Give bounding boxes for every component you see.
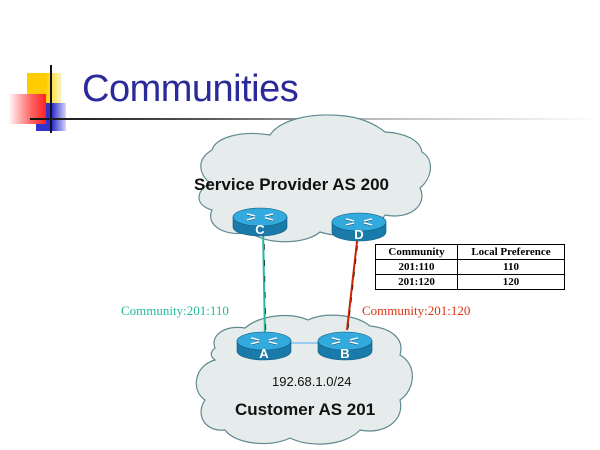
logo-vertical-line bbox=[50, 65, 52, 133]
router-label: A bbox=[259, 346, 269, 361]
table-cell-local-preference: 120 bbox=[457, 274, 565, 290]
router-b-icon[interactable]: B bbox=[317, 331, 373, 361]
table-cell-community: 201:110 bbox=[375, 259, 458, 275]
link-a-c-shadow bbox=[263, 227, 267, 339]
table-header-row: Community Local Preference bbox=[375, 244, 565, 260]
router-top bbox=[317, 331, 373, 351]
community-annotation-a-c: Community:201:110 bbox=[121, 303, 229, 318]
router-arrow-shadow bbox=[246, 218, 256, 222]
router-arrow bbox=[345, 218, 355, 222]
table-header-community: Community bbox=[375, 244, 458, 260]
router-top bbox=[236, 331, 292, 351]
link-b-d bbox=[346, 232, 359, 331]
router-arrow bbox=[349, 341, 359, 345]
router-arrow-shadow bbox=[345, 223, 355, 227]
router-arrow bbox=[363, 222, 373, 226]
router-arrow bbox=[268, 341, 278, 345]
router-arrow bbox=[331, 337, 341, 341]
router-arrow bbox=[264, 217, 274, 221]
table-cell-community: 201:120 bbox=[375, 274, 458, 290]
router-d-icon[interactable]: D bbox=[331, 212, 387, 242]
table-cell-local-preference: 110 bbox=[457, 259, 565, 275]
local-preference-table: Community Local Preference 201:110 110 2… bbox=[375, 244, 565, 290]
router-label: D bbox=[354, 227, 363, 242]
router-arrow-shadow bbox=[264, 214, 274, 218]
router-arrow-shadow bbox=[250, 342, 260, 346]
customer-network-label: 192.68.1.0/24 bbox=[272, 374, 352, 389]
router-arrow-shadow bbox=[331, 342, 341, 346]
router-label: C bbox=[255, 222, 265, 237]
link-a-c bbox=[262, 227, 266, 339]
router-a-icon[interactable]: A bbox=[236, 331, 292, 361]
community-annotation-b-d: Community:201:120 bbox=[362, 303, 471, 318]
router-arrow-shadow bbox=[264, 218, 274, 222]
router-arrow bbox=[349, 337, 359, 341]
table-header-local-preference: Local Preference bbox=[457, 244, 565, 260]
router-arrow-shadow bbox=[246, 214, 256, 218]
router-top bbox=[232, 207, 288, 227]
router-arrow bbox=[246, 213, 256, 217]
link-b-d-shadow bbox=[347, 232, 360, 331]
provider-cloud-label: Service Provider AS 200 bbox=[194, 175, 389, 194]
router-label: B bbox=[340, 346, 349, 361]
router-arrow-shadow bbox=[349, 342, 359, 346]
router-arrow-shadow bbox=[345, 219, 355, 223]
router-arrow bbox=[246, 217, 256, 221]
router-arrow bbox=[345, 222, 355, 226]
router-arrow bbox=[363, 218, 373, 222]
router-arrow-shadow bbox=[363, 219, 373, 223]
table-row: 201:110 110 bbox=[375, 259, 565, 275]
router-arrow bbox=[250, 341, 260, 345]
router-c-icon[interactable]: C bbox=[232, 207, 288, 237]
router-arrow-shadow bbox=[349, 338, 359, 342]
router-arrow-shadow bbox=[250, 338, 260, 342]
router-arrow bbox=[331, 341, 341, 345]
router-top bbox=[331, 212, 387, 232]
router-arrow-shadow bbox=[363, 223, 373, 227]
slide-title: Communities bbox=[82, 68, 299, 110]
router-arrow bbox=[268, 337, 278, 341]
router-arrow-shadow bbox=[268, 338, 278, 342]
router-arrow bbox=[250, 337, 260, 341]
table-row: 201:120 120 bbox=[375, 274, 565, 290]
router-arrow-shadow bbox=[268, 342, 278, 346]
router-arrow bbox=[264, 213, 274, 217]
router-arrow-shadow bbox=[331, 338, 341, 342]
customer-cloud-label: Customer AS 201 bbox=[235, 400, 376, 419]
